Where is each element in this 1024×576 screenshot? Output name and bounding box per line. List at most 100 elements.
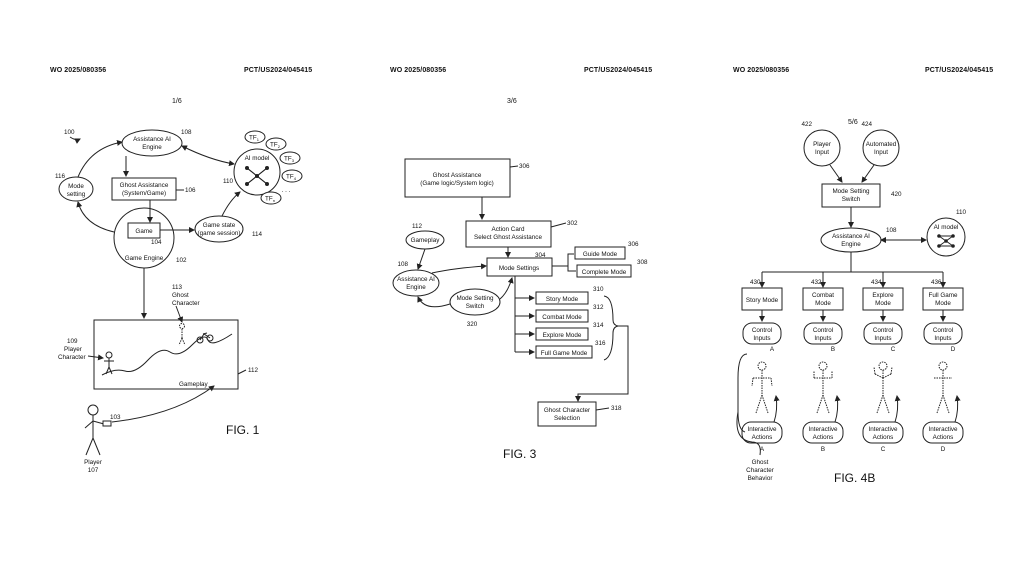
- actions-label: Actions: [752, 434, 773, 441]
- mode-label: Mode: [815, 300, 831, 307]
- engine-label-1: Assistance AI: [133, 136, 171, 143]
- ghost-ref: 113: [172, 284, 183, 291]
- actions-label: Interactive: [747, 426, 777, 433]
- ghost-label: Ghost: [172, 292, 189, 299]
- controller-icon: [103, 421, 111, 426]
- switch-label-1: Mode Setting: [456, 295, 494, 302]
- full-game-mode-label: Full Game Mode: [541, 350, 588, 357]
- combat-mode-label: Combat Mode: [542, 314, 582, 321]
- ref-ai: 110: [956, 209, 967, 216]
- ref-ghost: 306: [519, 163, 530, 170]
- player-input-node: [804, 130, 840, 166]
- control-letter: B: [831, 346, 835, 353]
- player-char-ref: 109: [67, 338, 78, 345]
- mode-column: ExploreMode434ControlInputsCInteractiveA…: [863, 272, 903, 453]
- mode-ref: 436: [931, 279, 942, 286]
- player-char-label-2: Character: [58, 354, 86, 361]
- actions-label: Actions: [933, 434, 954, 441]
- mode-ref: 432: [811, 279, 822, 286]
- player-input-label-2: Input: [815, 149, 829, 156]
- fig4b-diagram: Player Input 422 Automated Input 424 Mod…: [762, 121, 967, 272]
- ref-system: 100: [64, 129, 75, 136]
- selection-label-2: Selection: [554, 415, 580, 422]
- engine-label-2: Engine: [841, 241, 861, 248]
- ai-model-label: AI model: [934, 224, 959, 231]
- actions-label: Actions: [813, 434, 834, 441]
- ref-explore: 314: [593, 322, 604, 329]
- explore-mode-label: Explore Mode: [543, 332, 582, 339]
- complete-mode-label: Complete Mode: [582, 269, 627, 276]
- ghost-selection-box: [538, 402, 596, 426]
- ref-game-engine: 102: [176, 257, 187, 264]
- ref-auto: 424: [861, 121, 872, 128]
- ai-model-label: AI model: [245, 155, 270, 162]
- mode-label: Full Game: [928, 292, 958, 299]
- control-label: Control: [933, 327, 953, 334]
- ref-engine: 108: [886, 227, 897, 234]
- gameplay-screen: [94, 320, 238, 389]
- actions-label: Interactive: [808, 426, 838, 433]
- gameplay-label: Gameplay: [179, 381, 209, 388]
- ghost-label-2: (System/Game): [122, 190, 166, 197]
- game-engine-label: Game Engine: [125, 255, 164, 262]
- actions-letter: C: [881, 446, 886, 453]
- player-figure: [85, 405, 104, 455]
- mode-label: Explore: [872, 292, 894, 299]
- ref-guide: 306: [628, 241, 639, 248]
- mode-setting-switch-node: [450, 289, 500, 315]
- control-label: Inputs: [753, 335, 770, 342]
- ghost-label-1: Ghost Assistance: [433, 172, 482, 179]
- mode-label: Story Mode: [746, 297, 779, 304]
- behavior-label-1: Ghost: [752, 459, 769, 466]
- mode-label-2: setting: [67, 191, 86, 198]
- ellipsis-dots: . . .: [282, 187, 291, 194]
- mode-label-1: Mode: [68, 183, 84, 190]
- mode-label: Mode: [935, 300, 951, 307]
- control-label: Control: [752, 327, 772, 334]
- ghost-label-2: (Game logic/System logic): [420, 180, 493, 187]
- automated-input-node: [863, 130, 899, 166]
- action-label-2: Select Ghost Assistance: [474, 234, 542, 241]
- ref-action: 302: [567, 220, 578, 227]
- ref-ghost: 106: [185, 187, 196, 194]
- fig1-diagram: 100 Assistance AI Engine 108 AI model 11…: [55, 129, 302, 474]
- control-label: Inputs: [814, 335, 831, 342]
- ghost-behavior-bracket: Ghost Character Behavior: [737, 354, 774, 482]
- actions-label: Interactive: [928, 426, 958, 433]
- gameplay-label: Gameplay: [411, 237, 441, 244]
- ghost-stick-figure: [934, 362, 952, 413]
- ref-controller: 103: [110, 414, 121, 421]
- ghost-label-1: Ghost Assistance: [120, 182, 169, 189]
- selection-label-1: Ghost Character: [544, 407, 590, 414]
- mode-settings-label: Mode Settings: [499, 265, 539, 272]
- switch-label-1: Mode Setting: [832, 188, 870, 195]
- ref-switch: 320: [467, 321, 478, 328]
- mode-ref: 430: [750, 279, 761, 286]
- ref-engine: 108: [397, 261, 408, 268]
- actions-label: Actions: [873, 434, 894, 441]
- control-label: Inputs: [874, 335, 891, 342]
- player-label: Player: [84, 459, 102, 466]
- engine-label-2: Engine: [406, 284, 426, 291]
- ref-player-input: 422: [801, 121, 812, 128]
- mode-bracket: [604, 296, 618, 360]
- engine-label-2: Engine: [142, 144, 162, 151]
- ref-complete: 308: [637, 259, 648, 266]
- actions-label: Interactive: [868, 426, 898, 433]
- ref-game: 104: [151, 239, 162, 246]
- game-label: Game: [135, 228, 153, 235]
- control-label: Control: [873, 327, 893, 334]
- switch-label-2: Switch: [466, 303, 485, 310]
- mode-label: Combat: [812, 292, 834, 299]
- guide-mode-label: Guide Mode: [583, 251, 618, 258]
- behavior-label-2: Character: [746, 467, 774, 474]
- auto-input-label-1: Automated: [866, 141, 897, 148]
- ref-story: 310: [593, 286, 604, 293]
- engine-label-1: Assistance AI: [832, 233, 870, 240]
- ref-state: 114: [252, 231, 263, 238]
- ref-gameplay: 112: [248, 367, 259, 374]
- assistance-ai-engine-node: [821, 228, 881, 252]
- ref-ai: 110: [223, 178, 234, 185]
- ref-switch: 420: [891, 191, 902, 198]
